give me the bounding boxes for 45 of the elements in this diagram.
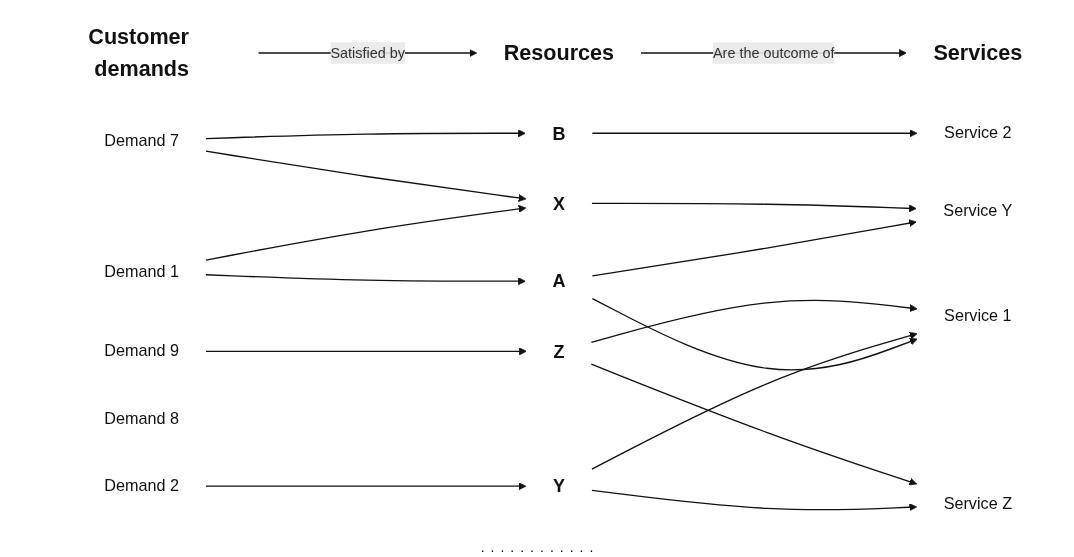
arrow xyxy=(591,489,918,512)
ellipsis-dot: . xyxy=(510,539,515,555)
node-text: Service Y xyxy=(943,201,1013,220)
ellipsis-dot: . xyxy=(589,539,594,555)
ellipsis-dot: . xyxy=(549,539,554,555)
node-text: X xyxy=(552,193,565,214)
ellipsis-dot: . xyxy=(500,539,505,555)
ellipsis-dot: . xyxy=(559,539,564,555)
ellipsis-dot: . xyxy=(530,539,534,555)
arrow xyxy=(205,347,527,356)
ellipsis-dot: . xyxy=(480,539,485,555)
node-text: Demand 8 xyxy=(104,409,179,428)
node-text: Customer demands xyxy=(88,24,190,81)
arrow xyxy=(205,204,527,261)
node-text: A xyxy=(552,271,566,292)
node-text: Z xyxy=(553,341,565,362)
arrow xyxy=(205,482,527,491)
ellipsis-dot: . xyxy=(579,539,584,555)
arrow xyxy=(205,129,526,140)
node-text: Y xyxy=(552,476,565,497)
node-text: Resources xyxy=(503,40,615,65)
node-text: Demand 2 xyxy=(104,476,179,495)
ellipsis-dot: . xyxy=(540,539,544,555)
edge-label: Are the outcome of xyxy=(713,44,835,61)
edge-label: Satisfied by xyxy=(330,44,405,61)
node-text: Demand 1 xyxy=(104,262,179,281)
arrow xyxy=(205,150,527,202)
arrow xyxy=(591,202,917,213)
arrow xyxy=(205,274,526,286)
ellipsis-dot: . xyxy=(520,539,525,555)
node-text: Services xyxy=(933,40,1023,65)
ellipsis-dot: . xyxy=(490,539,495,555)
node-text: Service 1 xyxy=(944,306,1012,325)
node-text: Demand 9 xyxy=(104,341,179,360)
ellipsis-dot: . xyxy=(569,539,574,555)
arrow xyxy=(591,331,918,470)
arrow xyxy=(590,299,918,343)
arrow xyxy=(591,129,918,138)
node-text: Demand 7 xyxy=(104,131,179,150)
node-text: B xyxy=(552,123,566,144)
arrow xyxy=(591,297,918,371)
node-text: Service Z xyxy=(943,494,1013,513)
arrow xyxy=(591,219,917,277)
arrow xyxy=(590,363,918,486)
node-text: Service 2 xyxy=(944,123,1012,142)
